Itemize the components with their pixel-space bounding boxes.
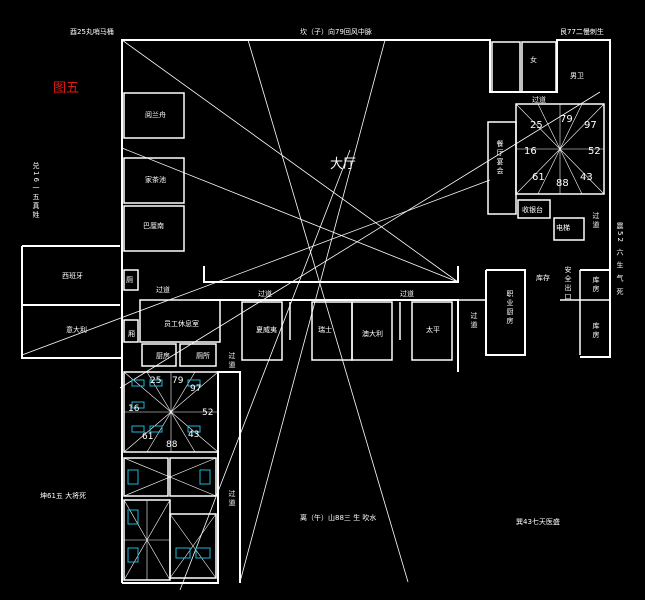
room-e: 意大利 (66, 326, 87, 334)
box-lower-1 (123, 457, 169, 497)
outer-wall-left (21, 246, 122, 359)
label-top-right: 艮77二慢刺生 (560, 28, 604, 36)
box-lower-2 (169, 457, 217, 497)
figure-label: 图五 (53, 81, 80, 96)
room-c-wall (123, 205, 185, 252)
grid-left (123, 371, 219, 453)
sightlines (21, 39, 601, 591)
door-left-2 (123, 319, 139, 343)
room-m: 澳大利 (362, 330, 383, 338)
furniture (127, 379, 211, 563)
room-f-wall (139, 299, 221, 343)
room-q-wall (517, 199, 551, 219)
outer-wall-main (121, 39, 611, 583)
label-left-upper: 兑16一五真姓 (32, 162, 40, 220)
room-p-wall (521, 41, 557, 93)
room-c: 巴厘南 (143, 222, 164, 230)
grid-l-n1: 25 (150, 376, 162, 386)
corridor-label-7: 过道 (592, 212, 600, 230)
box-lower-4 (169, 513, 217, 579)
room-r: 餐厅宴会 (496, 140, 504, 176)
right-wing-wall (485, 269, 526, 356)
grid-l-n7: 88 (166, 440, 178, 450)
room-a-wall (123, 92, 185, 139)
room-d: 西班牙 (62, 272, 83, 280)
room-k: 夏威夷 (256, 326, 277, 334)
room-t-wall (553, 217, 585, 241)
room-t: 电梯 (556, 224, 570, 232)
room-n: 太平 (426, 326, 440, 334)
room-f: 员工休息室 (164, 320, 199, 328)
hall-front-wall (203, 266, 459, 283)
room-k-wall (241, 301, 283, 361)
grid-ur-n1: 25 (530, 120, 543, 131)
room-n-wall (411, 301, 453, 361)
room-o: 女 (530, 56, 537, 64)
corridor-label-1: 过道 (258, 290, 272, 298)
corridor-label-4: 过道 (228, 352, 236, 370)
grid-ur-n5: 52 (588, 146, 601, 157)
grid-l-n6: 61 (142, 432, 154, 442)
grid-l-n3: 97 (190, 384, 202, 394)
room-m-wall (351, 301, 393, 361)
room-h: 厕所 (196, 352, 210, 360)
building-outline (21, 39, 611, 584)
grid-ur-n2: 79 (560, 114, 573, 125)
grid-lower (123, 457, 217, 581)
label-right: 震52 六 生 气 死 (616, 222, 624, 297)
label-bottom-center: 离（午）山88三 生 吹水 (300, 514, 377, 522)
grid-ur-n7: 88 (556, 178, 569, 189)
grid-l-n5: 52 (202, 408, 214, 418)
grid-ur-n6: 61 (532, 172, 545, 183)
grid-ur-n8: 43 (580, 172, 593, 183)
label-top-left: 酉25丸哨马桶 (70, 28, 114, 36)
room-b-wall (123, 157, 185, 204)
label-left-lower: 坤61五 大将死 (40, 492, 87, 500)
room-s: 职业厨房 (506, 290, 514, 326)
room-j: 厢 (128, 330, 135, 338)
room-a: 阅兰舟 (145, 111, 166, 119)
grid-l-n2: 79 (172, 376, 184, 386)
room-q: 收银台 (522, 206, 543, 214)
room-p: 男卫 (570, 72, 584, 80)
grid-l-n8: 43 (188, 430, 200, 440)
room-i: 厕 (126, 276, 133, 284)
room-w: 库房 (592, 322, 600, 340)
room-l: 瑞士 (318, 326, 332, 334)
grid-ur-n3: 97 (584, 120, 597, 131)
room-main-hall: 大厅 (330, 157, 357, 172)
room-h-wall (179, 343, 217, 367)
room-g: 厨房 (156, 352, 170, 360)
corridor-wall-top (200, 299, 459, 372)
grid-l-n4: 16 (128, 404, 140, 414)
room-x: 库存 (536, 274, 550, 282)
room-o-wall (491, 41, 521, 93)
corridor-label-3: 过道 (156, 286, 170, 294)
corridor-label-2: 过道 (400, 290, 414, 298)
room-v: 库房 (592, 276, 600, 294)
label-bottom-right: 巽43七天医盛 (516, 518, 560, 526)
grid-upper-right (515, 103, 605, 195)
door-left-1 (123, 269, 139, 291)
room-u: 安全出口 (564, 266, 572, 302)
room-g-wall (141, 343, 177, 367)
label-top-center: 坎（子）向79回风中脉 (300, 28, 372, 36)
corridor-label-6: 过道 (470, 312, 478, 330)
grid-ur-n4: 16 (524, 146, 537, 157)
room-b: 家茶池 (145, 176, 166, 184)
corridor-label-8: 过道 (532, 96, 546, 104)
corridor-label-5: 过道 (228, 490, 236, 508)
